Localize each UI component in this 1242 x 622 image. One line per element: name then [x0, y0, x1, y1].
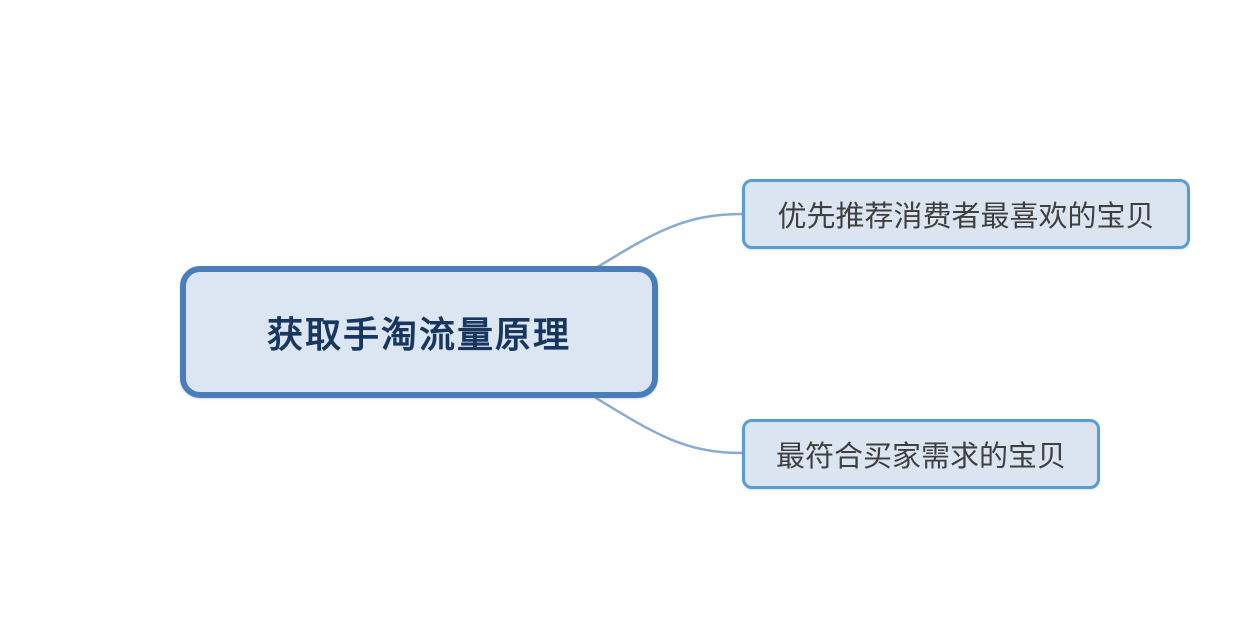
child-node-bottom-label: 最符合买家需求的宝贝: [775, 441, 1066, 473]
connector-bottom-branch: [594, 396, 744, 455]
root-node-label: 获取手淘流量原理: [266, 314, 571, 355]
child-node-top-label: 优先推荐消费者最喜欢的宝贝: [777, 201, 1155, 233]
child-node-top[interactable]: 优先推荐消费者最喜欢的宝贝: [742, 179, 1190, 249]
connector-top-branch: [594, 212, 744, 270]
child-node-bottom[interactable]: 最符合买家需求的宝贝: [742, 419, 1100, 489]
root-node[interactable]: 获取手淘流量原理: [180, 266, 658, 398]
